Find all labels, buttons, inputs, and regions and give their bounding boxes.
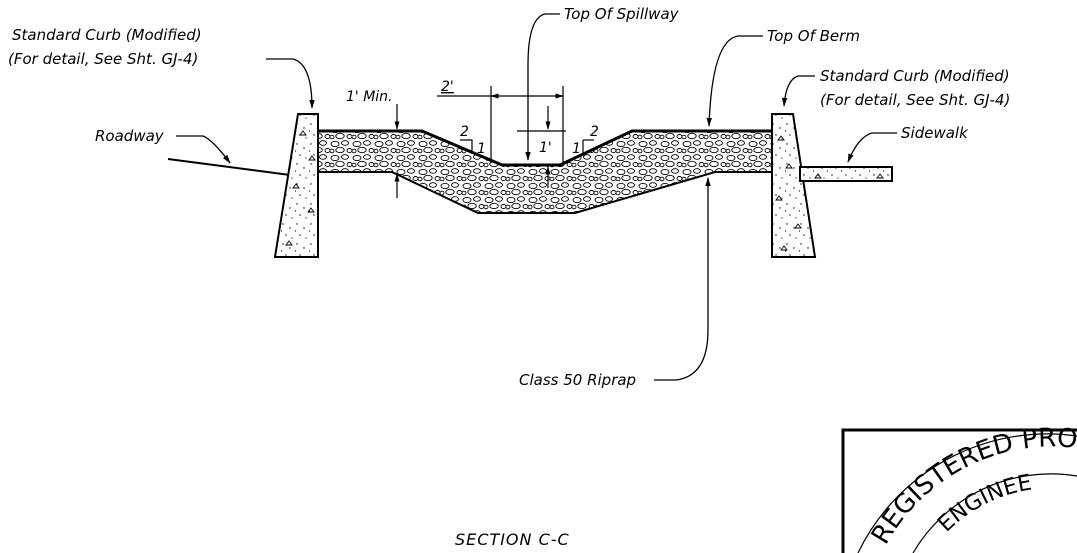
riprap-label: Class 50 Riprap [519,371,636,389]
leaders [176,13,897,381]
top-of-berm-label: Top Of Berm [767,27,860,45]
section-title: SECTION C-C [455,530,570,549]
slope-right-rise-text: 1 [572,141,581,157]
slope-symbol-left [460,139,473,154]
sidewalk-label: Sidewalk [901,124,969,142]
sidewalk-slab [799,166,893,182]
slope-left-rise-text: 1 [477,141,486,157]
curb-right [771,113,817,258]
berm-top-line [318,129,772,167]
slope-left-run-text: 2 [460,124,469,140]
curb-left-aggregate [285,130,316,246]
curb-right-label-line2: (For detail, See Sht. GJ-4) [820,91,1010,109]
dim-spillway-depth-text: 1' [539,140,552,156]
seal-border [841,428,1077,553]
dim-spillway-width [437,86,564,163]
seal-outer-ring [857,433,1077,553]
roadway-line [167,158,291,176]
dim-spillway-width-text: 2' [441,79,454,95]
curb-left [273,113,319,258]
top-of-spillway-label: Top Of Spillway [564,5,680,23]
slope-symbol-right [582,139,594,154]
curb-left-label-line1: Standard Curb (Modified) [12,26,202,44]
curb-right-aggregate [775,135,802,251]
curb-right-label-line1: Standard Curb (Modified) [820,67,1010,85]
curb-left-label-line2: (For detail, See Sht. GJ-4) [8,50,198,68]
roadway-label: Roadway [95,127,165,145]
dim-spillway-depth [517,106,566,188]
sidewalk-aggregate [814,173,884,179]
seal-inner-ring [912,473,1077,553]
dim-min-depth-text: 1' Min. [346,89,393,105]
slope-right-run-text: 2 [590,124,599,140]
